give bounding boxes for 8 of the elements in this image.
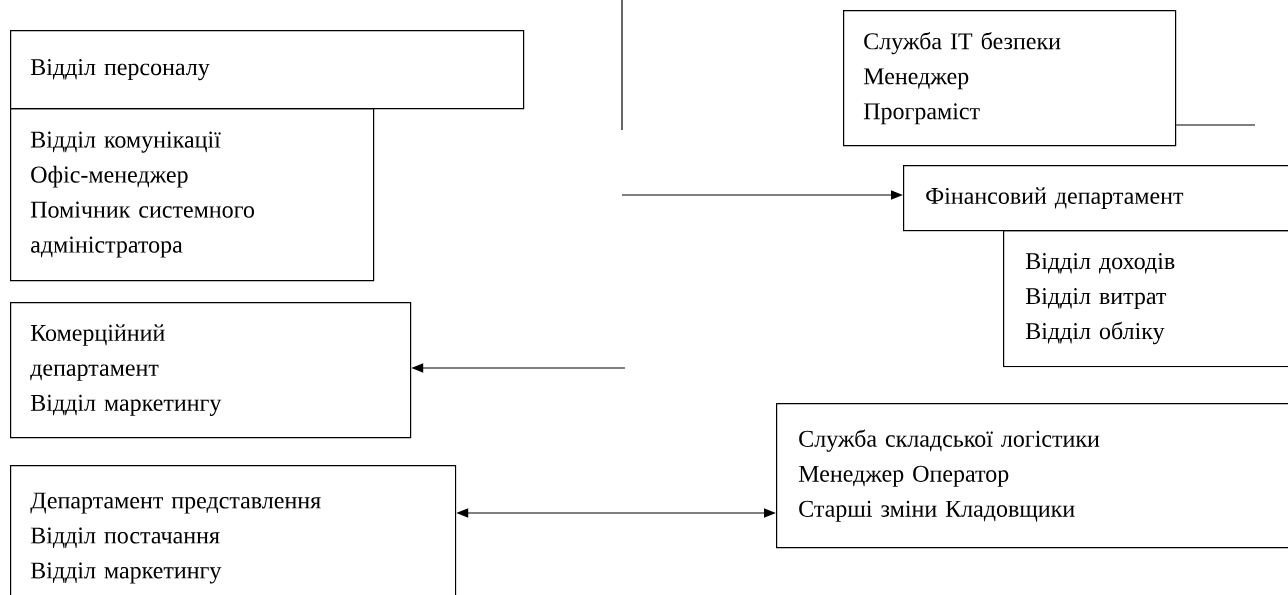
department-box: Служба складської логістики Менеджер Оператор Старші зміни Кладовщики [776,403,1288,549]
department-box: Відділ комунікації Офіс-менеджер Помічник системного адміністратора [10,108,375,282]
department-box: Комерційний департамент Відділ маркетингу [10,302,412,439]
department-box: Служба IT безпеки Менеджер Програміст [843,10,1177,147]
department-box: Відділ доходів Відділ витрат Відділ обліку [1003,230,1288,368]
department-box: Фінансовий департамент [903,165,1288,232]
department-box: Відділ персоналу [10,30,525,110]
department-box: Департамент представлення Відділ постачання Відділ маркетингу [10,465,457,595]
